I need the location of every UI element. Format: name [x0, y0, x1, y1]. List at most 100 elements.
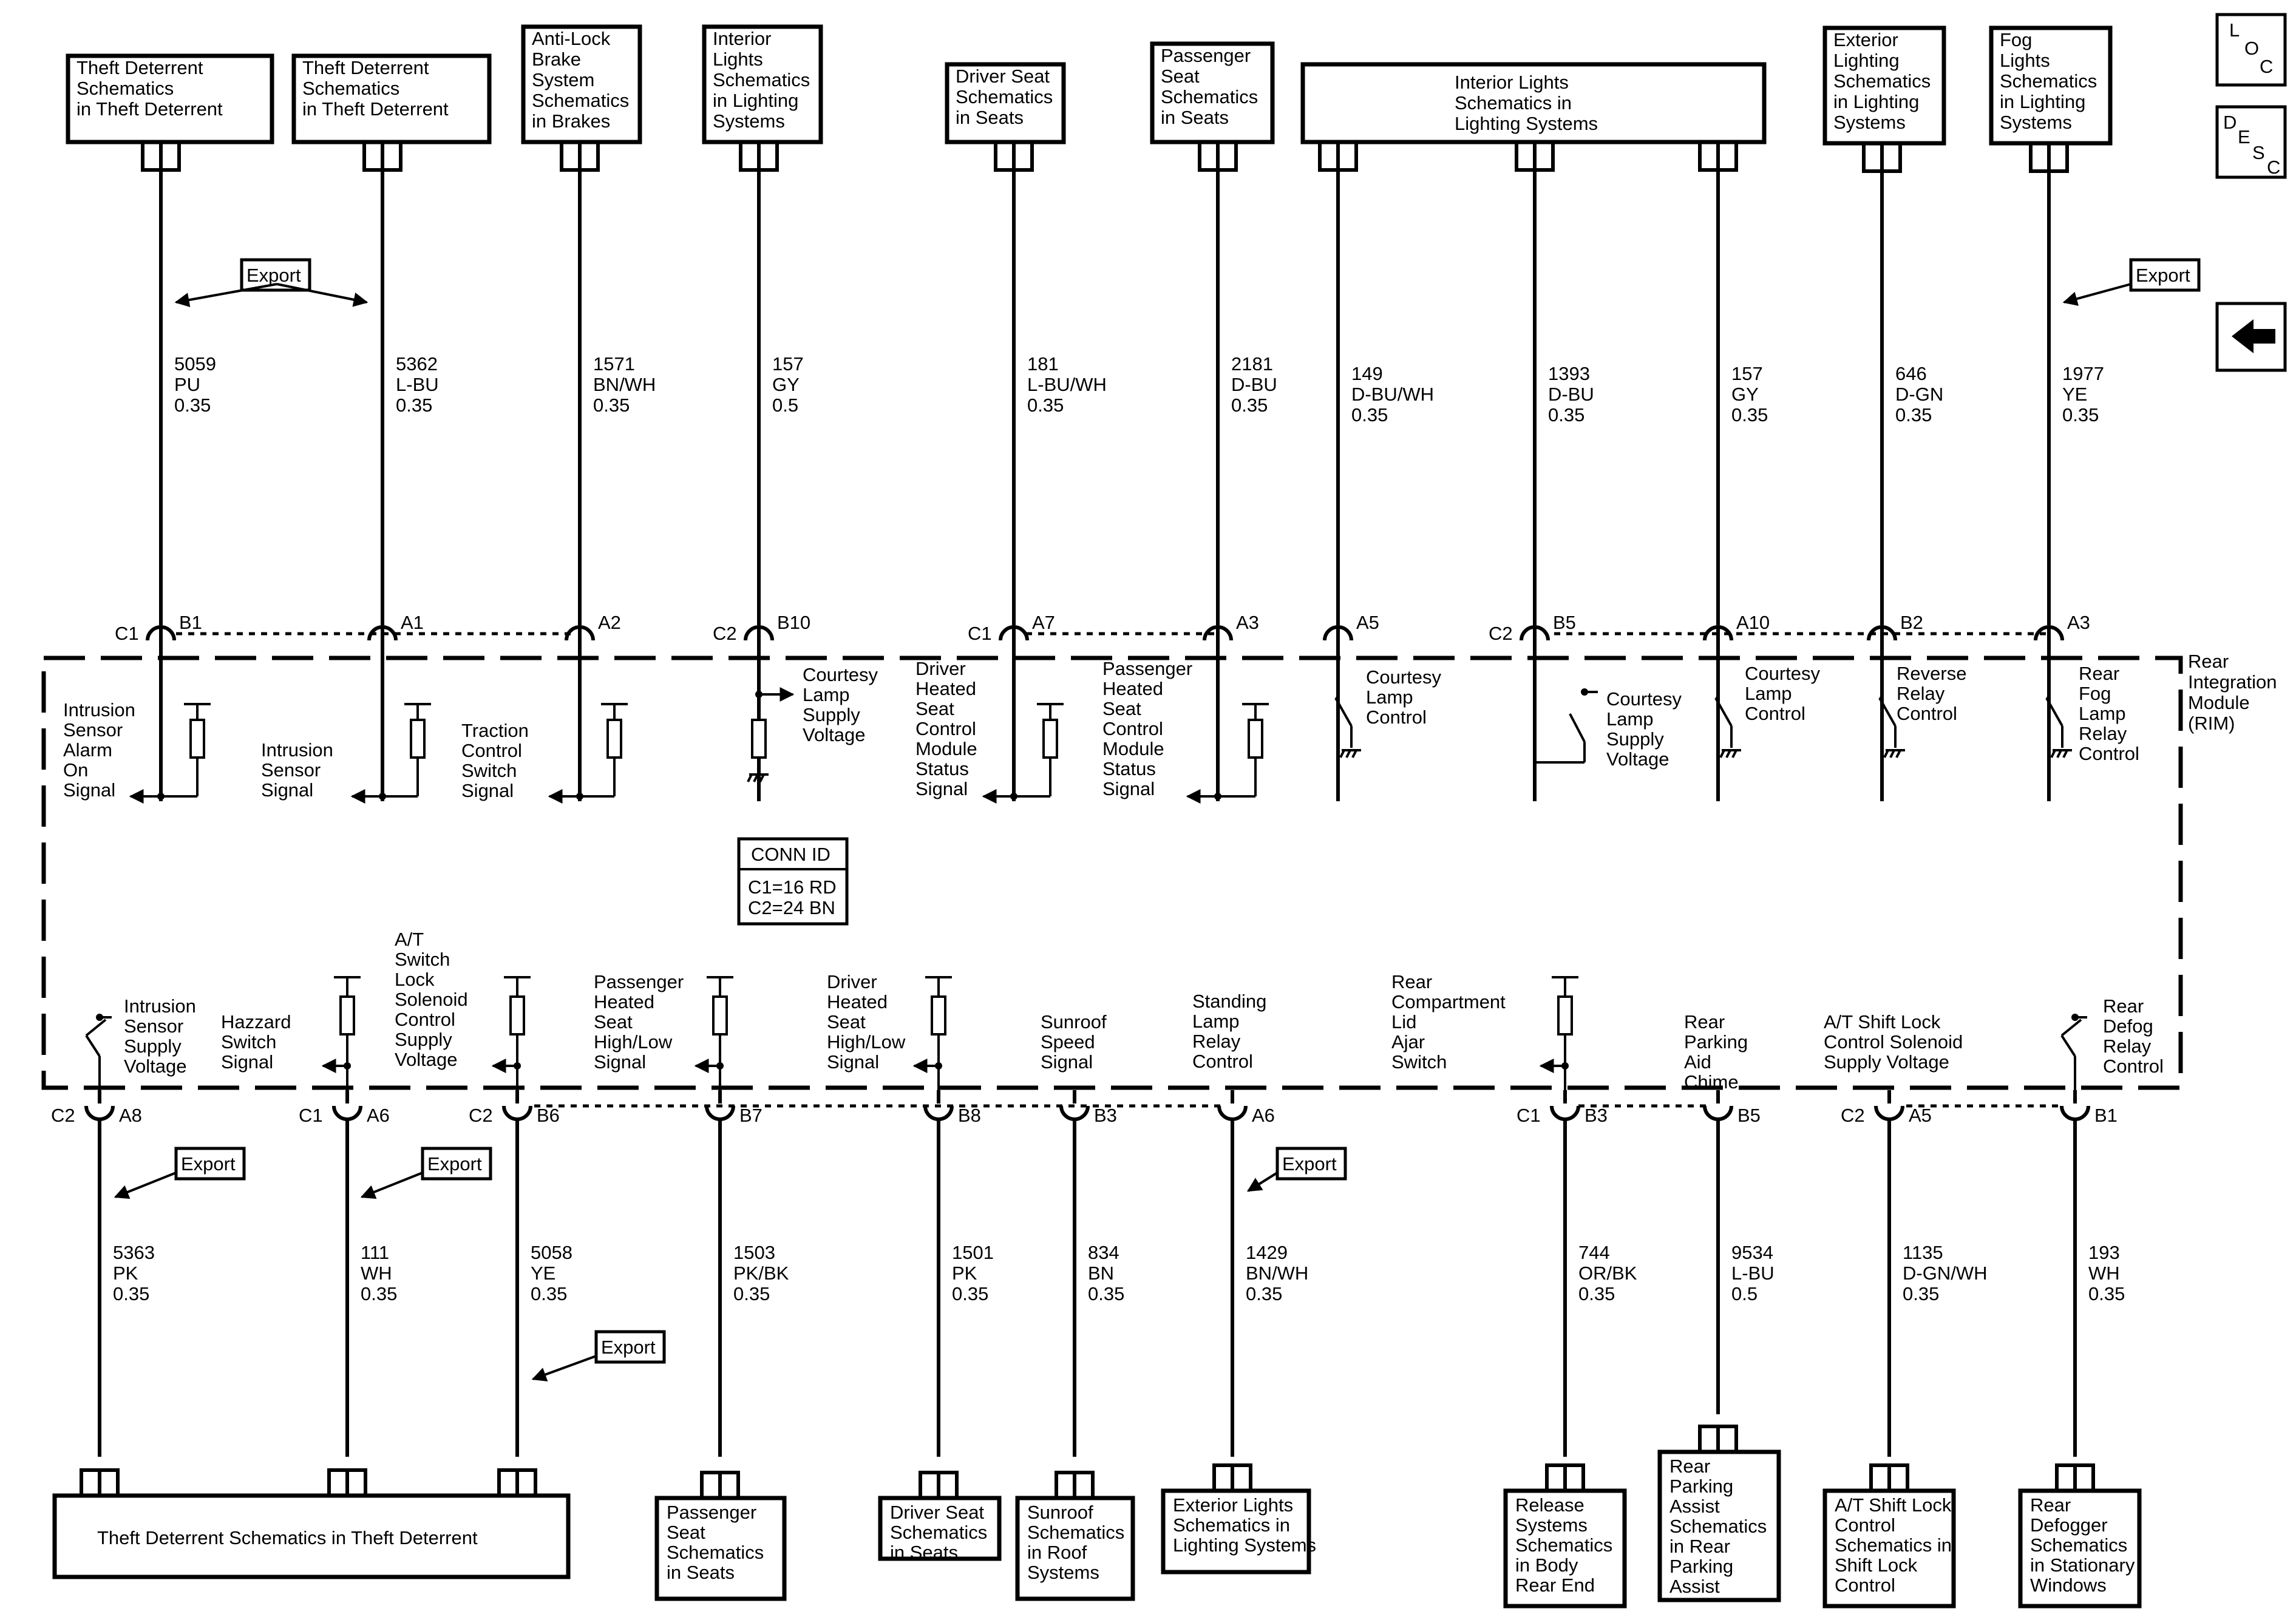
svg-text:C: C — [2260, 56, 2273, 77]
reference-text: Theft Deterrent — [76, 57, 203, 78]
circuit-number: 1393 — [1548, 363, 1590, 384]
circuit-number: 1977 — [2062, 363, 2104, 384]
reference-text: in Body — [1515, 1554, 1578, 1576]
signal-label: Supply — [803, 704, 860, 725]
circuit-number: 1429 — [1246, 1242, 1288, 1263]
wire-size: 0.35 — [2088, 1283, 2125, 1304]
reference-text: Schematics — [1161, 86, 1258, 107]
circuit-number: 1571 — [593, 353, 635, 375]
signal-label: Supply — [395, 1029, 452, 1050]
wire-size: 0.35 — [361, 1283, 397, 1304]
bottom-reference-box[interactable]: Theft Deterrent Schematics in Theft Dete… — [52, 1468, 571, 1579]
reference-text: in Roof — [1027, 1542, 1087, 1563]
reference-text: Rear — [2030, 1494, 2071, 1516]
circuit-number: 111 — [361, 1242, 389, 1263]
reference-text: in Theft Deterrent — [76, 98, 223, 120]
reference-text: Schematics — [890, 1522, 987, 1543]
export-tag[interactable]: Export — [531, 1330, 666, 1381]
signal-label: A/T Shift Lock — [1824, 1011, 1941, 1032]
reference-text: Lights — [713, 49, 763, 70]
signal-label: Voltage — [124, 1056, 186, 1077]
reference-text: in Theft Deterrent — [302, 98, 449, 120]
reference-text: Schematics — [1027, 1522, 1124, 1543]
signal-label: Defog — [2103, 1015, 2153, 1037]
reference-text: in Seats — [667, 1562, 735, 1583]
export-tag[interactable]: Export — [360, 1147, 492, 1199]
signal-label: Control — [1192, 1051, 1253, 1072]
signal-label: Parking — [1684, 1031, 1748, 1053]
reference-text: Systems — [1515, 1514, 1588, 1536]
circuit-number: 1503 — [733, 1242, 775, 1263]
wire-size: 0.35 — [2062, 404, 2099, 425]
export-tag[interactable]: Export — [2062, 258, 2201, 306]
circuit-number: 2181 — [1231, 353, 1273, 375]
reference-text: Schematics in — [1835, 1534, 1952, 1556]
svg-text:E: E — [2238, 126, 2250, 147]
signal-label: Supply — [1606, 728, 1664, 750]
signal-label: Control — [1102, 718, 1163, 739]
svg-text:C2=24 BN: C2=24 BN — [748, 897, 835, 918]
signal-label: Intrusion — [63, 699, 135, 720]
left-arrow-icon — [2232, 319, 2275, 353]
wire-color: WH — [2088, 1263, 2120, 1284]
export-tag[interactable]: Export — [174, 258, 369, 307]
reference-text: Schematics in — [1455, 92, 1572, 114]
export-label: Export — [2136, 265, 2190, 286]
pin-number: A10 — [1736, 612, 1770, 633]
signal-label: Control — [915, 718, 976, 739]
export-tag[interactable]: Export — [1246, 1147, 1347, 1192]
wire-color: BN/WH — [1246, 1263, 1308, 1284]
desc-nav-button[interactable]: D E S C — [2215, 105, 2287, 179]
back-button[interactable] — [2215, 302, 2287, 372]
signal-label: Voltage — [395, 1049, 457, 1070]
input-signal-circuit: PassengerHeatedSeatControlModuleStatusSi… — [1102, 658, 1269, 804]
signal-label: Lock — [395, 969, 435, 990]
export-tag[interactable]: Export — [114, 1147, 246, 1199]
rim-module-boundary — [41, 656, 2183, 1090]
signal-label: Voltage — [803, 724, 865, 745]
signal-label: Intrusion — [124, 995, 196, 1017]
loc-nav-button[interactable]: L O C — [2215, 13, 2287, 87]
reference-text: Schematics — [1515, 1534, 1612, 1556]
